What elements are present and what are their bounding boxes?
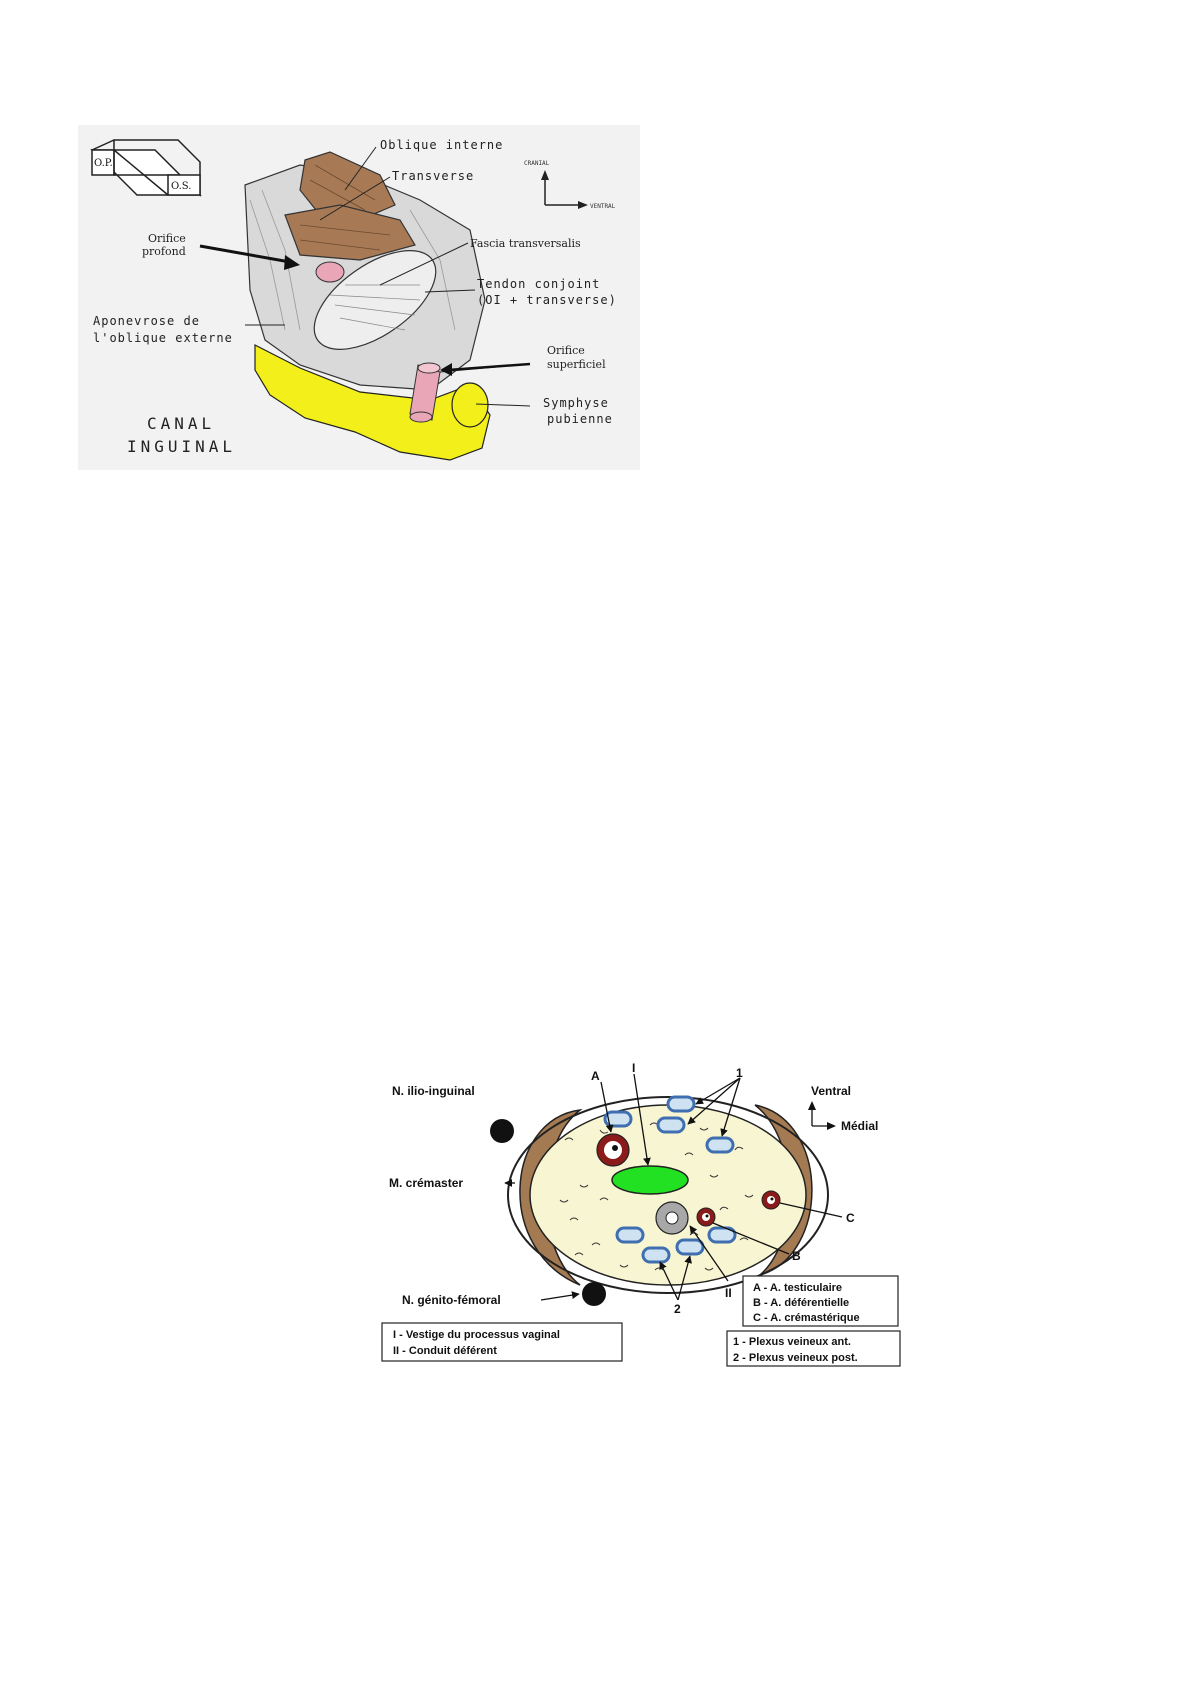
vestige-processus-vaginal-shape <box>612 1166 688 1194</box>
label-A: A <box>591 1069 600 1083</box>
box-os-label: O.S. <box>171 181 191 192</box>
conduit-deferent-lumen <box>666 1212 678 1224</box>
label-cremaster: M. crémaster <box>389 1176 463 1190</box>
label-C: C <box>846 1211 855 1225</box>
legend-right-top-item: B - A. déférentielle <box>753 1297 849 1309</box>
artery-cremasterique-shape <box>762 1191 780 1209</box>
label-symphyse-2: pubienne <box>547 412 613 426</box>
label-II: II <box>725 1286 732 1300</box>
label-2: 2 <box>674 1302 681 1316</box>
label-fascia-transversalis: Fascia transversalis <box>470 237 581 250</box>
title-inguinal: INGUINAL <box>127 437 236 456</box>
nerve-ilio-inguinal-shape <box>490 1119 514 1143</box>
label-medial: Médial <box>841 1119 878 1133</box>
legend-right-top-item: A - A. testiculaire <box>753 1282 842 1294</box>
label-tendon-conjoint-2: (OI + transverse) <box>477 293 617 307</box>
ventral-label: VENTRAL <box>590 203 616 210</box>
symphyse-shape <box>452 383 488 427</box>
label-I: I <box>632 1061 635 1075</box>
label-1: 1 <box>736 1066 743 1080</box>
legend-right-top-item: C - A. crémastérique <box>753 1312 860 1324</box>
orientation-arrows-2-icon <box>808 1101 836 1130</box>
legend-right-bottom-item: 2 - Plexus veineux post. <box>733 1352 858 1364</box>
legend-left-item: I - Vestige du processus vaginal <box>393 1329 560 1341</box>
label-ventral: Ventral <box>811 1084 851 1098</box>
cranial-label: CRANIAL <box>524 160 550 167</box>
inguinal-canal-figure: O.P. O.S. CRANIAL VENTRAL <box>78 125 640 470</box>
artery-deferentielle-shape <box>697 1208 715 1226</box>
label-symphyse-1: Symphyse <box>543 396 609 410</box>
spermatic-cord-section-figure: N. ilio-inguinal M. crémaster N. génito-… <box>382 1061 900 1366</box>
title-canal: CANAL <box>147 414 215 433</box>
label-oblique-interne: Oblique interne <box>380 138 503 152</box>
label-tendon-conjoint-1: Tendon conjoint <box>477 277 600 291</box>
artery-testiculaire-shape <box>597 1134 629 1166</box>
deep-ring-cord <box>316 262 344 282</box>
label-aponevrose-1: Aponevrose de <box>93 314 200 328</box>
legend-right-bottom-item: 1 - Plexus veineux ant. <box>733 1336 851 1348</box>
label-B: B <box>792 1249 801 1263</box>
box-op-label: O.P. <box>94 158 113 169</box>
label-orifice-profond-2: profond <box>142 245 186 258</box>
nerve-genito-femoral-shape <box>582 1282 606 1306</box>
label-ilio-inguinal: N. ilio-inguinal <box>392 1084 475 1098</box>
label-orifice-profond-1: Orifice <box>148 232 186 245</box>
label-orifice-superficiel-1: Orifice <box>547 344 585 357</box>
label-transverse: Transverse <box>392 169 474 183</box>
label-aponevrose-2: l'oblique externe <box>93 331 233 345</box>
legend-left-item: II - Conduit déférent <box>393 1345 497 1357</box>
label-orifice-superficiel-2: superficiel <box>547 358 606 371</box>
label-genito-femoral: N. génito-fémoral <box>402 1293 501 1307</box>
